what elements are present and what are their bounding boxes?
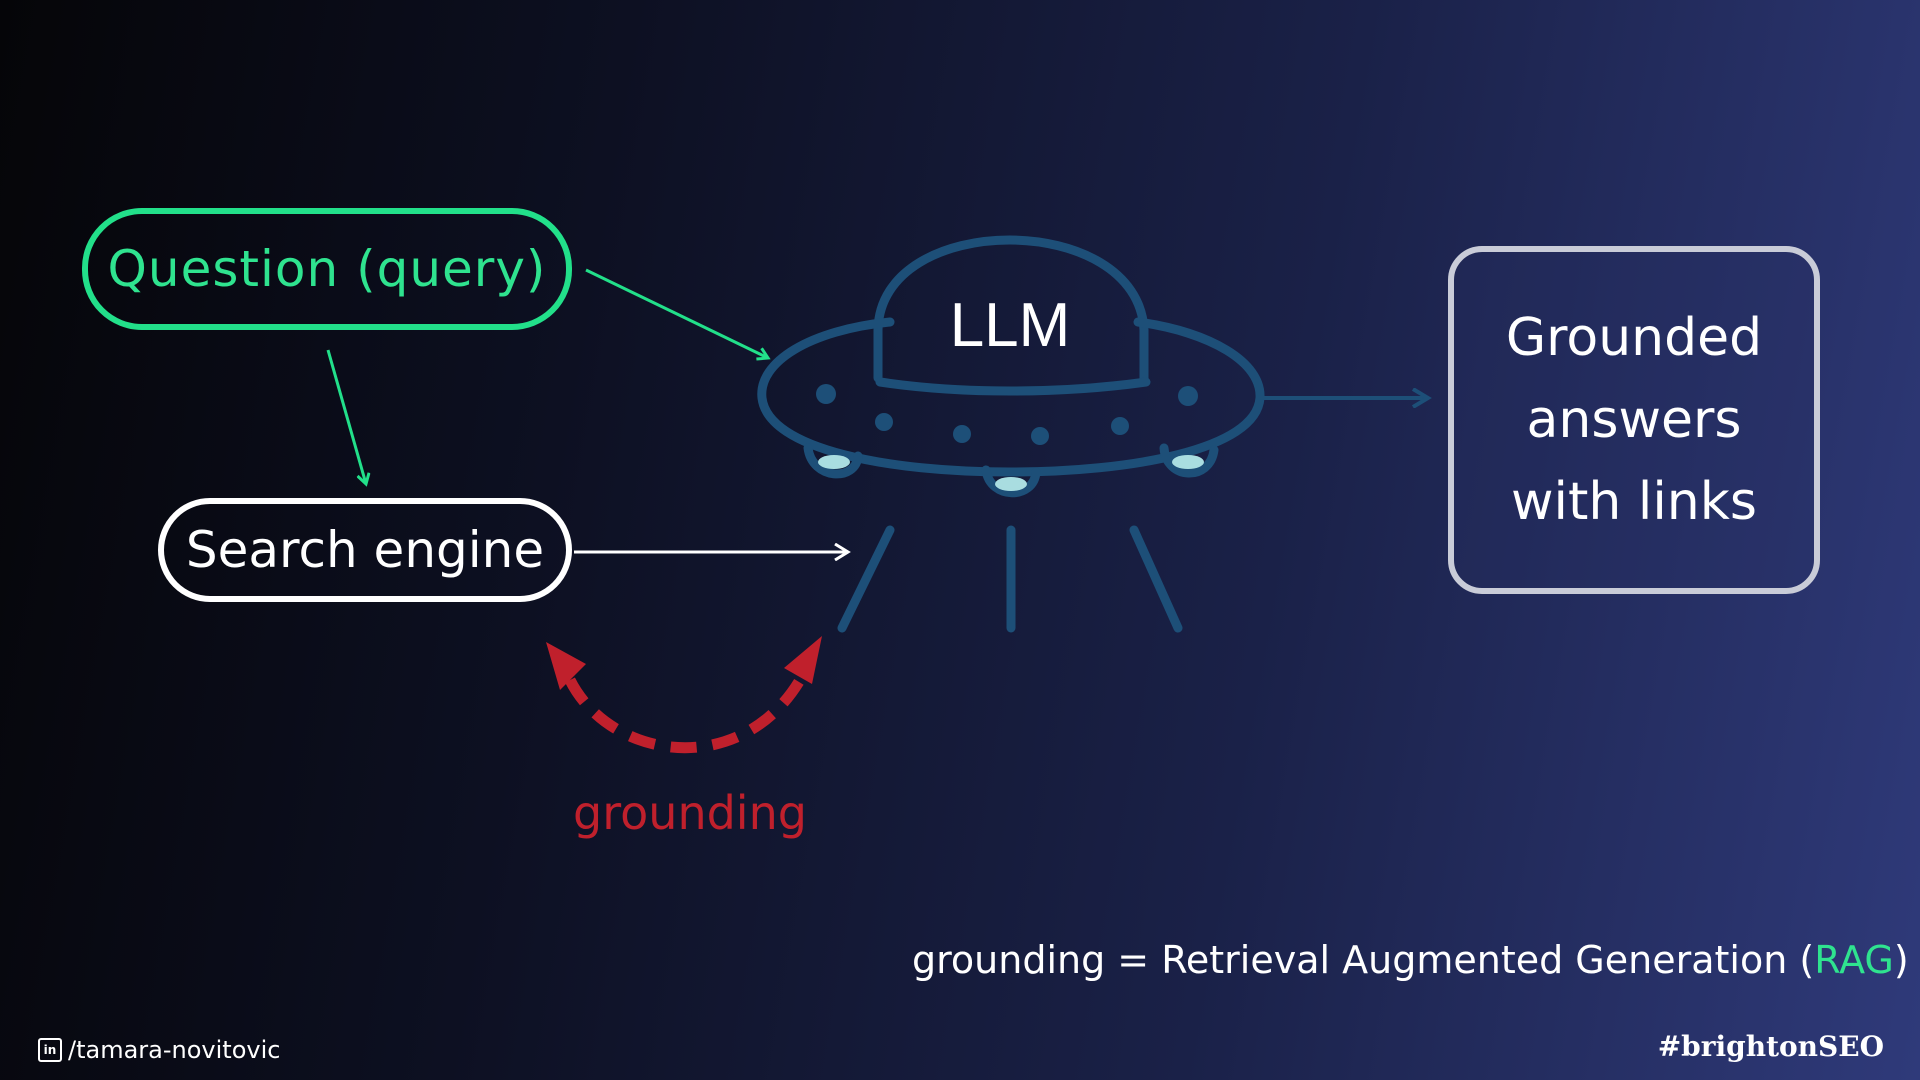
search-engine-node: Search engine [158,498,572,602]
linkedin-handle[interactable]: in /tamara-novitovic [38,1036,280,1064]
ufo-lights [816,384,1198,445]
ufo-beam-lights [818,455,1204,491]
answers-line-2: answers [1526,390,1742,450]
answers-line-3: with links [1511,472,1757,532]
linkedin-icon: in [38,1038,62,1062]
handle-text: /tamara-novitovic [68,1036,281,1064]
search-engine-label: Search engine [185,521,545,579]
answers-line-1: Grounded [1505,308,1763,368]
arrow-question-to-search [326,349,366,484]
arrow-question-to-llm [585,268,768,358]
rag-prefix: grounding = Retrieval Augmented Generati… [912,938,1815,982]
question-label: Question (query) [107,240,547,298]
hashtag: #brightonSEO [1657,1030,1884,1063]
llm-label: LLM [949,291,1071,360]
ufo-icon [757,235,1265,633]
grounding-label: grounding [573,786,807,840]
rag-highlight: RAG [1814,938,1894,982]
rag-suffix: ) [1893,938,1909,982]
rag-definition: grounding = Retrieval Augmented Generati… [912,938,1909,982]
question-node: Question (query) [82,208,572,330]
grounded-answers-node: Grounded answers with links [1448,246,1820,594]
grounding-arrow [546,636,822,754]
